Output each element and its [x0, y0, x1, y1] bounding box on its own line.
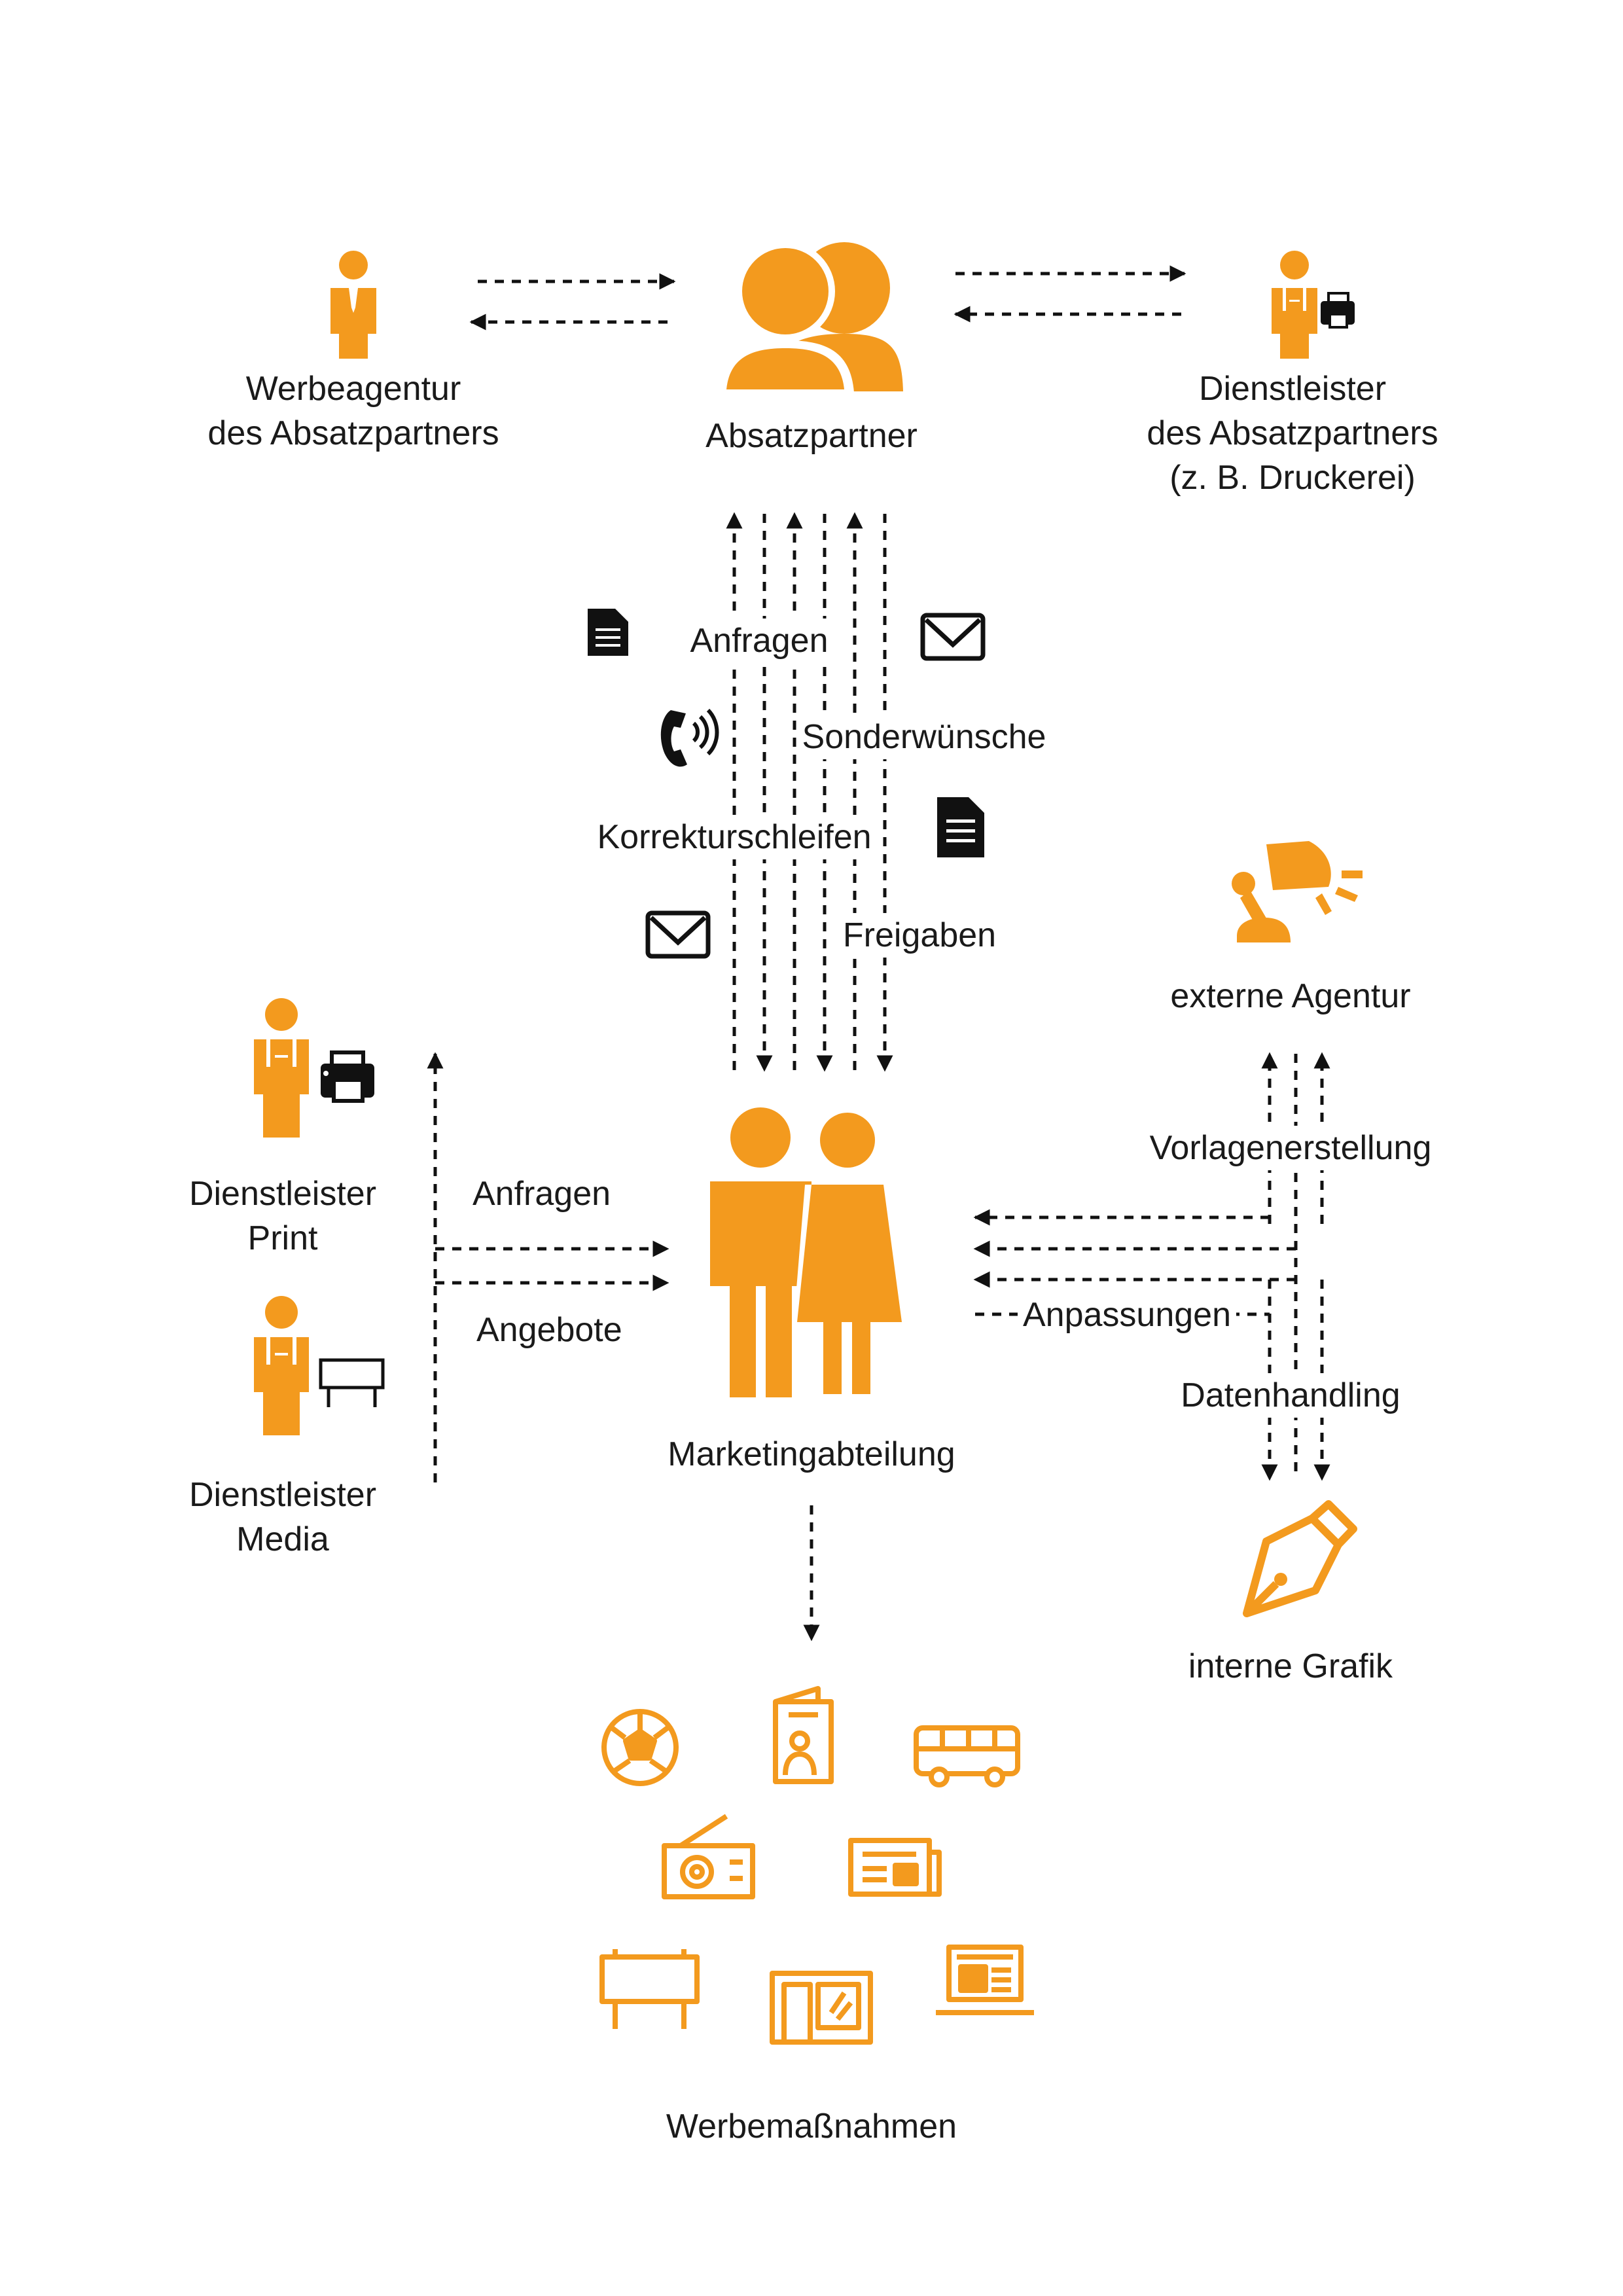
radio-icon [662, 1814, 755, 1899]
node-marketingabteilung: Marketingabteilung [668, 1432, 955, 1477]
billboard-icon [599, 1949, 700, 2029]
shop-window-icon [770, 1971, 873, 2045]
flow-label-freigaben: Freigaben [837, 913, 1002, 958]
flow-label-datenhandling: Datenhandling [1175, 1373, 1406, 1418]
envelope-icon [920, 613, 986, 661]
person-tie-icon [330, 251, 376, 359]
flow-label-anfragen-left: Anfragen [473, 1175, 611, 1213]
worker-printer-icon [254, 998, 309, 1138]
dienstleister-absatzpartner-line2: des Absatzpartners [1147, 414, 1438, 452]
laptop-icon [936, 1945, 1034, 2015]
dienstleister-absatzpartner-line1: Dienstleister [1198, 370, 1387, 408]
flow-label-anpassungen: Anpassungen [1017, 1293, 1237, 1337]
node-werbemassnahmen: Werbemaßnahmen [666, 2104, 957, 2149]
newspaper-icon [848, 1838, 942, 1897]
node-werbeagentur: Werbeagentur des Absatzpartners [207, 367, 499, 456]
worker-printer-icon [1272, 251, 1317, 359]
dienstleister-media-line1: Dienstleister [188, 1476, 377, 1514]
fountain-pen-icon [1243, 1500, 1357, 1617]
marketingabteilung-label: Marketingabteilung [668, 1435, 955, 1473]
werbemassnahmen-label: Werbemaßnahmen [666, 2108, 957, 2145]
two-people-icon [717, 242, 903, 393]
envelope-icon [645, 910, 711, 959]
node-absatzpartner: Absatzpartner [705, 414, 918, 458]
desk-lamp-icon [1232, 841, 1363, 942]
phone-icon [660, 708, 719, 767]
node-interne-grafik: interne Grafik [1188, 1644, 1393, 1689]
interne-grafik-label: interne Grafik [1188, 1647, 1393, 1685]
dienstleister-print-line2: Print [247, 1219, 318, 1257]
externe-agentur-label: externe Agentur [1170, 977, 1411, 1015]
printer-icon [321, 1050, 374, 1103]
football-icon [601, 1709, 679, 1786]
worker-billboard-icon [254, 1296, 309, 1435]
node-dienstleister-absatzpartner: Dienstleister des Absatzpartners (z. B. … [1147, 367, 1438, 500]
node-dienstleister-media: Dienstleister Media [189, 1473, 376, 1562]
printer-icon [1321, 292, 1355, 329]
flow-label-angebote: Angebote [476, 1311, 622, 1349]
flow-label-sonderwuensche: Sonderwünsche [796, 715, 1052, 759]
node-dienstleister-print: Dienstleister Print [189, 1172, 376, 1261]
bus-icon [914, 1725, 1020, 1787]
flow-label-korrekturschleifen: Korrekturschleifen [592, 815, 877, 859]
absatzpartner-label: Absatzpartner [705, 417, 918, 455]
brochure-icon [773, 1686, 834, 1784]
dienstleister-media-line2: Media [236, 1520, 329, 1558]
dienstleister-print-line1: Dienstleister [188, 1175, 377, 1213]
document-icon [937, 797, 984, 857]
flow-label-anfragen-top: Anfragen [685, 619, 834, 663]
billboard-dark-icon [319, 1358, 385, 1407]
dienstleister-absatzpartner-line3: (z. B. Druckerei) [1169, 459, 1416, 497]
node-externe-agentur: externe Agentur [1170, 974, 1410, 1018]
werbeagentur-line2: des Absatzpartners [207, 414, 499, 452]
couple-icon [710, 1107, 906, 1397]
flow-label-vorlagenerstellung: Vorlagenerstellung [1144, 1126, 1437, 1170]
document-icon [588, 609, 628, 656]
werbeagentur-line1: Werbeagentur [245, 370, 461, 408]
